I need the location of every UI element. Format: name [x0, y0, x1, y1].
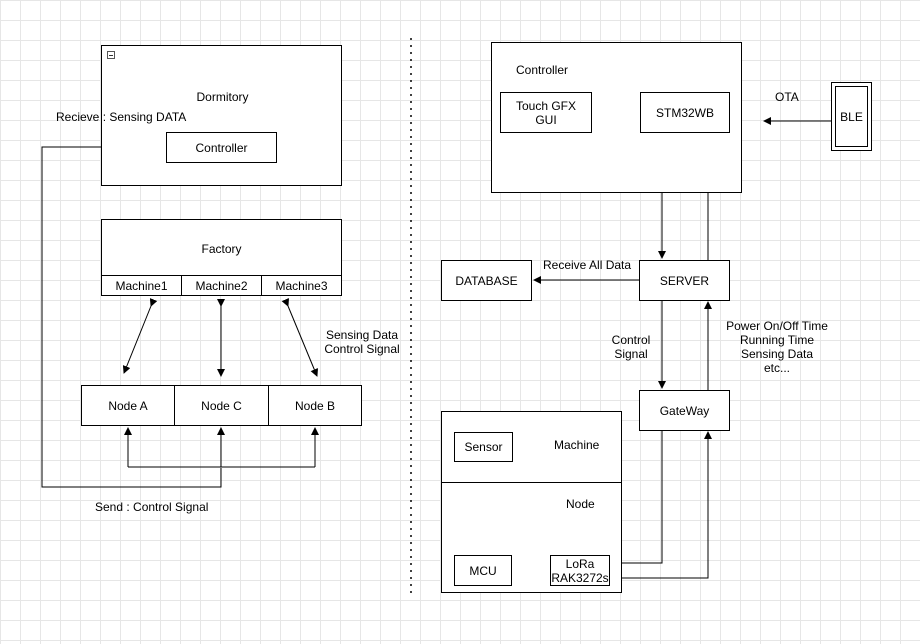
- status-data-label: Power On/Off Time Running Time Sensing D…: [716, 319, 838, 375]
- lora-text: LoRa: [565, 556, 595, 571]
- sensing-data-text: Sensing Data: [740, 347, 814, 361]
- controller-group-title: Controller: [516, 63, 569, 77]
- receive-sensing-label: Recieve : Sensing DATA: [56, 110, 187, 124]
- machine-title: Machine: [554, 438, 600, 452]
- gateway-to-lora-wire: [611, 430, 663, 567]
- node-c-cell[interactable]: Node C: [175, 386, 269, 425]
- server-box[interactable]: SERVER: [639, 260, 730, 301]
- receive-data-wire: [41, 143, 222, 488]
- stm32wb-box[interactable]: STM32WB: [640, 92, 730, 133]
- touchgfx-gui-box[interactable]: Touch GFX GUI: [500, 92, 592, 133]
- sensing-data-text: Sensing Data: [325, 328, 399, 342]
- node-group: Node A Node C Node B: [81, 385, 362, 426]
- collapse-icon[interactable]: [107, 51, 115, 59]
- node-b-cell[interactable]: Node B: [294, 398, 336, 413]
- gateway-box[interactable]: GateWay: [639, 390, 730, 431]
- mcu-box[interactable]: MCU: [454, 555, 512, 586]
- machine3-node-b-arrow: [281, 298, 319, 377]
- rak-text: RAK3272s: [551, 570, 609, 585]
- receive-all-data-label: Receive All Data: [543, 258, 632, 272]
- signal-text: Signal: [614, 347, 648, 361]
- database-box[interactable]: DATABASE: [441, 260, 532, 301]
- gui-text: GUI: [535, 112, 557, 127]
- ota-label: OTA: [775, 90, 799, 104]
- factory-title: Factory: [201, 242, 242, 256]
- machine1-node-a-arrow: [122, 298, 158, 374]
- control-signal-text: Control Signal: [324, 342, 400, 356]
- dormitory-title: Dormitory: [196, 90, 249, 104]
- running-time-text: Running Time: [739, 333, 815, 347]
- sensor-box[interactable]: Sensor: [454, 432, 513, 462]
- machine3-cell[interactable]: Machine3: [262, 275, 341, 295]
- touchgfx-text: Touch GFX: [515, 98, 577, 113]
- ble-inner: BLE: [835, 86, 868, 147]
- send-control-label: Send : Control Signal: [95, 500, 209, 514]
- machine1-cell[interactable]: Machine1: [102, 275, 182, 295]
- node-a-cell[interactable]: Node A: [82, 386, 175, 425]
- factory-group: Factory Machine1 Machine2 Machine3: [101, 219, 342, 296]
- node-title: Node: [566, 497, 595, 511]
- control-text: Control: [611, 333, 651, 347]
- machine2-cell[interactable]: Machine2: [182, 275, 262, 295]
- power-time-text: Power On/Off Time: [726, 319, 828, 333]
- ble-device[interactable]: BLE: [831, 82, 872, 151]
- control-signal-label: Control Signal: [606, 333, 656, 361]
- lora-to-gateway-wire: [610, 431, 712, 579]
- sensing-control-label: Sensing Data Control Signal: [318, 328, 406, 356]
- dormitory-controller-box[interactable]: Controller: [166, 132, 277, 163]
- lora-box[interactable]: LoRa RAK3272s: [550, 555, 610, 586]
- etc-text: etc...: [763, 361, 790, 375]
- machine-node-divider: [442, 482, 621, 483]
